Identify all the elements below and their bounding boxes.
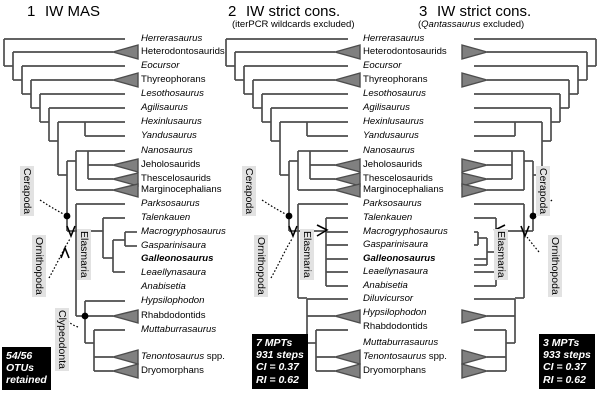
stats-line: retained [6, 374, 47, 387]
stats-line: RI = 0.62 [256, 373, 299, 386]
taxon-label: Leaellynasaura [363, 266, 429, 277]
taxon-label: Macrogryphosaurus [141, 226, 226, 237]
cerapoda-node-dot-3 [529, 212, 537, 220]
taxon-label: Parksosaurus [141, 198, 200, 209]
panel-1-title: IW MAS [45, 3, 100, 20]
taxon-label: Dryomorphans [141, 365, 204, 376]
taxon-label: Yandusaurus [363, 130, 419, 141]
stats-line: 933 steps [543, 349, 591, 362]
elasmaria-arrow-2 [316, 224, 329, 237]
taxon-label: Herrerasaurus [141, 33, 203, 44]
taxon-label: Yandusaurus [141, 130, 197, 141]
panel-3-subtitle-genus: Qantassaurus [421, 19, 481, 30]
taxon-label: Marginocephalians [141, 184, 222, 195]
stats-line: 931 steps [256, 349, 304, 362]
clade-label-elasmaria: Elasmaria [494, 229, 508, 280]
taxon-label: Lesothosaurus [363, 88, 426, 99]
taxon-label: Heterodontosaurids [363, 46, 447, 57]
tree-1-lines [3, 38, 139, 379]
taxon-label: Jeholosaurids [363, 159, 423, 170]
taxon-label: Jeholosaurids [141, 159, 201, 170]
taxon-label: Hypsilophodon [363, 307, 427, 318]
ornithopoda-arrow-1 [66, 225, 76, 239]
taxon-label: Thyreophorans [363, 74, 428, 85]
taxon-label: Herrerasaurus [363, 33, 425, 44]
panel-3-title: IW strict cons. [437, 3, 532, 20]
taxon-label: Muttaburrasaurus [141, 324, 217, 335]
taxon-label: Tenontosaurus spp. [363, 351, 447, 362]
ornithopoda-arrow-3 [520, 225, 530, 239]
taxon-label: Heterodontosaurids [141, 46, 225, 57]
taxon-label: Parksosaurus [363, 198, 422, 209]
clypeodonta-node-dot-1 [81, 312, 89, 320]
taxon-label: Rhabdodontids [141, 310, 206, 321]
taxon-label: Lesothosaurus [141, 88, 204, 99]
clade-label-cerapoda: Cerapoda [20, 166, 34, 217]
taxon-label: Eocursor [363, 60, 402, 71]
stats-line: 7 MPTs [256, 337, 293, 349]
panel-2-title: IW strict cons. [246, 3, 341, 20]
taxon-label: Diluvicursor [363, 293, 414, 304]
panel-3-number: 3 [419, 3, 428, 20]
clade-label-ornithopoda: Ornithopoda [548, 235, 562, 297]
taxon-label: Tenontosaurus spp. [141, 351, 225, 362]
taxon-label: Thescelosaurids [363, 173, 433, 184]
taxon-label: Thyreophorans [141, 74, 206, 85]
taxon-label: Anabisetia [141, 281, 186, 292]
clade-label-elasmaria: Elasmaria [300, 229, 314, 280]
elasmaria-arrow-1 [60, 245, 70, 259]
stats-box-panel-1: 54/56 OTUs retained [2, 347, 51, 390]
stats-line: OTUs [6, 362, 35, 375]
cerapoda-node-dot-2 [285, 212, 293, 220]
ornithopoda-arrow-2 [288, 225, 298, 239]
stats-line: CI = 0.37 [543, 361, 586, 374]
clade-label-cerapoda: Cerapoda [242, 166, 256, 217]
panel-1-number: 1 [27, 3, 36, 20]
taxon-label: Anabisetia [363, 280, 408, 291]
stats-line: 3 MPTs [543, 337, 580, 349]
taxon-label: Talenkauen [363, 212, 413, 223]
taxon-label: Muttaburrasaurus [363, 337, 439, 348]
clade-label-ornithopoda: Ornithopoda [254, 235, 268, 297]
taxon-label: Nanosaurus [363, 145, 415, 156]
clade-label-clypeodonta: Clypeodonta [55, 308, 69, 371]
taxon-label: Leaellynasaura [141, 267, 207, 278]
clade-label-cerapoda: Cerapoda [536, 166, 550, 217]
stats-box-panel-2: 7 MPTs 931 steps CI = 0.37 RI = 0.62 [252, 334, 308, 389]
clade-label-elasmaria: Elasmaria [77, 229, 91, 280]
panel-2-number: 2 [228, 3, 237, 20]
taxon-label: Hexinlusaurus [363, 116, 424, 127]
stats-box-panel-3: 3 MPTs 933 steps CI = 0.37 RI = 0.62 [539, 334, 595, 389]
taxon-label: Nanosaurus [141, 145, 193, 156]
stats-line: CI = 0.37 [256, 361, 299, 374]
tree-3-lines [461, 38, 597, 379]
panel-2-subtitle: (iterPCR wildcards excluded) [232, 19, 355, 30]
taxon-label: Marginocephalians [363, 184, 444, 195]
taxon-label: Talenkauen [141, 212, 191, 223]
taxon-label: Gasparinisaura [141, 240, 207, 251]
taxon-label: Eocursor [141, 60, 180, 71]
taxon-label: Gasparinisaura [363, 239, 429, 250]
clade-label-ornithopoda: Ornithopoda [32, 235, 46, 297]
stats-line: RI = 0.62 [543, 373, 586, 386]
taxon-label: Macrogryphosaurus [363, 226, 448, 237]
panel-3-subtitle: (Qantassaurus excluded) [418, 19, 525, 30]
taxon-label: Hypsilophodon [141, 295, 205, 306]
taxon-label: Galleonosaurus [141, 253, 214, 264]
taxon-label: Dryomorphans [363, 365, 426, 376]
taxon-label: Thescelosaurids [141, 173, 211, 184]
taxon-label: Agilisaurus [363, 102, 410, 113]
stats-line: 54/56 [6, 350, 33, 362]
taxon-label: Agilisaurus [141, 102, 188, 113]
taxon-label: Galleonosaurus [363, 253, 436, 264]
taxon-label: Rhabdodontids [363, 321, 428, 332]
taxon-label: Hexinlusaurus [141, 116, 202, 127]
cerapoda-node-dot-1 [63, 212, 71, 220]
panel-3-subtitle-rest: excluded) [480, 19, 525, 30]
